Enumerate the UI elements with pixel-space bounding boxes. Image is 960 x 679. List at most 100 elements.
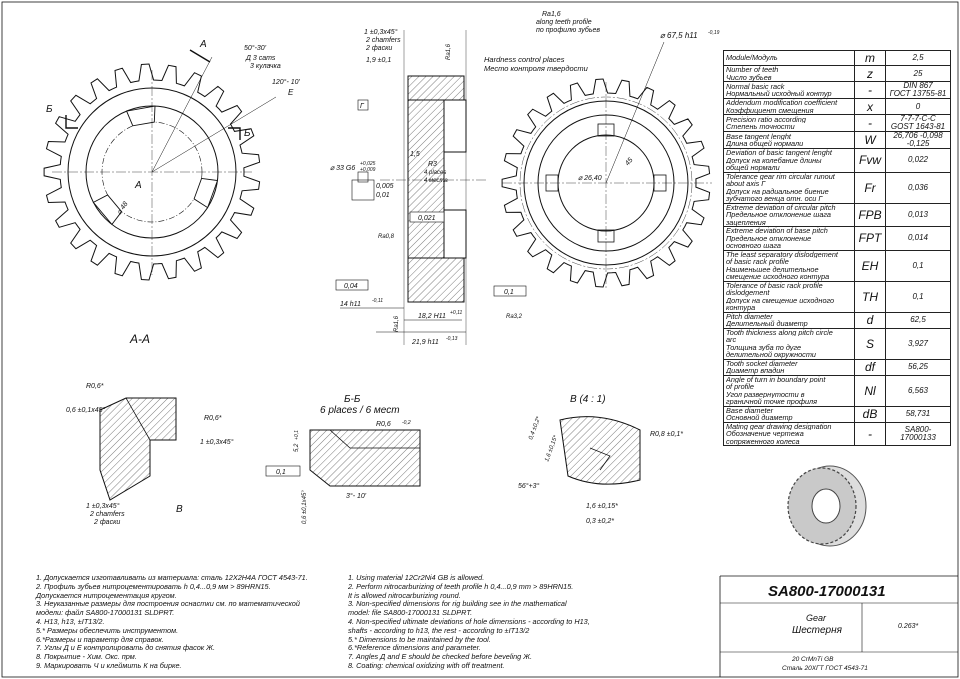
param-symbol: - — [854, 81, 886, 99]
fcf-01b-box — [265, 465, 301, 477]
fcf-004-box — [335, 279, 369, 291]
d-16: 1,6 ±0,15* — [544, 434, 559, 462]
param-value-line: ГОСТ 13755-81 — [889, 89, 947, 98]
cam-outline — [99, 397, 177, 501]
front-view: ⌀ 67,5 h11 -0,19 ⌀ 26,40 45 — [501, 30, 720, 290]
param-value-line: 58,731 — [905, 409, 931, 418]
param-value: 0,1 — [885, 280, 951, 313]
note-line: 4. Non-specified ultimate deviations of … — [348, 616, 590, 626]
param-name-line: Base diameter — [726, 406, 774, 414]
param-name-line: зацепления — [726, 218, 766, 226]
section-aa-view: A-A A A Б Б ⌀ 48 50°-30' Д 3 cams 3 кула… — [43, 39, 301, 346]
angle-3: 3°- 10' — [346, 492, 367, 500]
param-symbol: d — [854, 311, 886, 329]
notes-english: 1. Using material 12Cr2Ni4 GB is allowed… — [348, 573, 590, 671]
section-mark-b-right — [228, 127, 241, 140]
view-v-title: В (4 : 1) — [570, 394, 606, 405]
fcf-01: 0,1 — [504, 289, 514, 296]
param-symbol: TH — [854, 280, 886, 313]
param-value-line: SA800-17000133 — [900, 424, 936, 442]
drawing-number: SA800-17000131 — [768, 583, 886, 600]
note-line: 7. Углы Д и Е контролировать до снятия ф… — [36, 643, 215, 653]
cam-lug — [125, 105, 156, 127]
tol-675: -0,19 — [708, 30, 720, 36]
v-notch — [589, 447, 611, 471]
param-name-line: Deviation of basic tangent lenght — [726, 149, 832, 157]
param-value-line: 2,5 — [912, 53, 924, 62]
param-name-line: Precision ratio according — [726, 115, 806, 123]
param-symbol: m — [854, 50, 886, 66]
note-line: 7. Angles Д and E should be checked befo… — [348, 652, 532, 662]
param-name-line: Number of teeth — [726, 66, 779, 74]
fcf-004: 0,04 — [344, 283, 358, 290]
param-value: 0,013 — [885, 202, 951, 227]
param-name-line: Tooth thickness along pitch circle — [726, 328, 833, 336]
param-name-line: граничной точке профиля — [726, 398, 818, 406]
note-line: 8. Coating: chemical oxidizing with off … — [348, 660, 505, 670]
param-name-line: Нормальный исходный контур — [726, 90, 832, 98]
tol-219: -0,13 — [446, 336, 458, 342]
section-mark-a-top — [189, 49, 211, 63]
note-line: 2. Профиль зубьев нитроцементировать h 0… — [36, 581, 271, 591]
param-value: 3,927 — [885, 327, 951, 360]
fcf-0021-box — [409, 211, 445, 223]
dim-45: 45 — [624, 157, 634, 168]
param-value-line: 7-7-7-C-C — [900, 114, 936, 123]
param-value: 56,25 — [885, 358, 951, 376]
param-value: 25 — [885, 65, 951, 82]
param-value-line: 0,1 — [912, 260, 924, 270]
chamfer-2-ru: 2 фаски — [365, 45, 392, 52]
leader-e — [151, 96, 277, 173]
note-line: модели: файл SA800-17000131 SLDPRT. — [36, 608, 175, 618]
tol-182: +0,11 — [450, 310, 462, 316]
note-line: 8. Покрытие - Хим. Окс. прм. — [36, 652, 137, 662]
note-line: 6.*Размеры и параметр для справок. — [36, 634, 164, 644]
dim-52-tol: +0,1 — [294, 430, 300, 440]
param-name-line: Предельное отклонение шага — [726, 211, 831, 219]
param-name-line: Mating gear drawing designation — [726, 422, 832, 430]
places-4-ru: 4 места — [424, 178, 448, 184]
section-bb-view: Б-Б 6 places / 6 мест R0,6 -0,2 5,2 +0,1… — [265, 394, 421, 524]
d-03: 0,3 ±0,2* — [586, 518, 614, 525]
gear-3d-hole — [811, 488, 841, 524]
param-value-line: 0,022 — [907, 155, 929, 165]
note-line: 9. Маркировать Ч и клеймить К на бирке. — [36, 660, 182, 670]
fcf-0021: 0,021 — [418, 215, 436, 222]
param-name-line: Допуск на колебание длины — [726, 156, 822, 164]
param-name-line: dislodgement — [726, 289, 770, 297]
bb-profile — [309, 429, 421, 487]
param-value: 26,706 -0,098 -0,125 — [885, 131, 951, 149]
param-value: 2,5 — [885, 50, 951, 66]
param-name-line: Степень точности — [726, 123, 795, 131]
param-symbol: S — [854, 327, 886, 360]
fcf-01b: 0,1 — [276, 469, 286, 476]
param-value-line: 0 — [915, 101, 921, 111]
param-value-line: GOST 1643-81 — [890, 122, 946, 131]
param-name-line: Addendum modification coefficient — [726, 99, 838, 107]
cam-lug — [193, 177, 219, 209]
dim-15: 1,5 — [410, 151, 420, 158]
gear-tooth-outline — [43, 63, 261, 281]
d-04: 0,4 ±0,2* — [528, 415, 542, 440]
param-name-line: зубчатого венца отн. оси Г — [726, 195, 823, 203]
param-name-line: arc — [726, 336, 737, 344]
param-name-line: основного шага — [726, 242, 781, 250]
param-name-line: Длина общей нормали — [726, 140, 804, 148]
note-line: shafts - according to h13, the rest - ac… — [348, 625, 530, 635]
